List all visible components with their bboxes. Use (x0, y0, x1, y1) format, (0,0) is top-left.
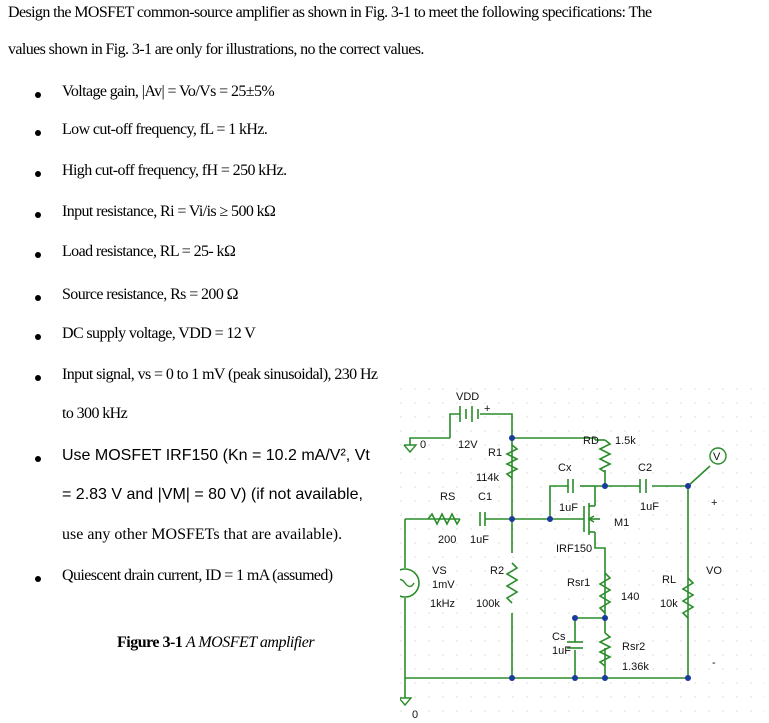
resistor-r2 (505, 562, 519, 604)
label-vo: VO (706, 565, 722, 577)
probe-label: V (713, 451, 721, 463)
spec-input-resistance: Input resistance, Ri = Vi/is ≥ 500 kΩ (62, 203, 276, 220)
junction-dots (509, 435, 691, 681)
spec-load-resistance: Load resistance, RL = 25- kΩ (62, 243, 236, 260)
grid-background (400, 388, 765, 718)
vdd-battery (459, 406, 479, 422)
bullet (35, 295, 41, 301)
label-rsr1-value: 140 (621, 591, 639, 603)
ground-bottom-icon (400, 697, 413, 707)
bullet (35, 212, 41, 218)
label-rl-value: 10k (660, 598, 678, 610)
bullet (35, 456, 41, 462)
spec-drain-current: Quiescent drain current, ID = 1 mA (assu… (62, 567, 333, 584)
label-rd: RD (583, 435, 599, 447)
label-rd-value: 1.5k (615, 435, 636, 447)
spec-input-signal-cont: to 300 kHz (62, 405, 128, 422)
ground-top-icon (403, 444, 418, 454)
label-m1: M1 (614, 517, 629, 529)
label-c1: C1 (478, 491, 492, 503)
label-vdd-plus: + (484, 403, 490, 415)
label-12v: 12V (458, 439, 478, 451)
resistor-rd (598, 439, 612, 473)
label-rsr2-value: 1.36k (622, 661, 649, 673)
label-cx-value: 1uF (559, 502, 578, 514)
intro-line-2: values shown in Fig. 3-1 are only for il… (8, 41, 424, 58)
label-ground-top: 0 (420, 439, 426, 451)
resistor-rl (681, 577, 695, 619)
spec-dc-supply: DC supply voltage, VDD = 12 V (62, 325, 256, 342)
mosfet-amplifier-schematic: V VDD + 12V R1 114k 0 RD 1.5k Cx C2 1uF … (400, 388, 765, 718)
label-r1: R1 (488, 447, 502, 459)
bullet (35, 92, 41, 98)
bullet (35, 171, 41, 177)
figure-caption: Figure 3-1 A MOSFET amplifier (117, 634, 315, 652)
resistor-rs (427, 512, 461, 526)
voltage-probe-icon (709, 447, 727, 465)
bullet (35, 252, 41, 258)
spec-low-cutoff: Low cut-off frequency, fL = 1 kHz. (62, 121, 268, 138)
label-r2-value: 100k (476, 598, 500, 610)
label-vs: VS (432, 565, 447, 577)
label-rs-value: 200 (438, 534, 456, 546)
capacitors (479, 479, 647, 649)
spec-mosfet-3: use any other MOSFETs that are available… (62, 526, 343, 543)
spec-voltage-gain: Voltage gain, |Av| = Vo/Vs = 25±5% (62, 83, 275, 100)
label-vs-amplitude: 1mV (432, 579, 455, 591)
spec-mosfet-1: Use MOSFET IRF150 (Kn = 10.2 mA/V², Vt (62, 447, 370, 464)
resistor-rsr1 (598, 572, 612, 614)
label-rsr2: Rsr2 (622, 641, 645, 653)
voltage-source-vs (400, 568, 420, 598)
label-cx: Cx (558, 462, 572, 474)
label-r2: R2 (490, 565, 504, 577)
label-r1-value: 114k (476, 472, 500, 484)
figure-title: A MOSFET amplifier (185, 634, 315, 651)
label-rs: RS (440, 491, 455, 503)
label-rsr1: Rsr1 (567, 577, 590, 589)
intro-line-1: Design the MOSFET common-source amplifie… (8, 4, 652, 21)
label-vs-frequency: 1kHz (430, 598, 455, 610)
label-c2: C2 (638, 462, 652, 474)
resistor-r1 (505, 444, 519, 479)
label-ground-bottom: 0 (412, 709, 418, 718)
label-cs: Cs (552, 631, 566, 643)
wires (404, 413, 711, 698)
bullet (35, 334, 41, 340)
label-out-plus: + (711, 497, 717, 509)
label-cs-value: 1uF (552, 645, 571, 657)
label-irf150: IRF150 (556, 543, 592, 555)
label-rl: RL (662, 574, 676, 586)
label-c2-value: 1uF (640, 501, 659, 513)
figure-label: Figure 3-1 (117, 634, 183, 651)
spec-mosfet-2: = 2.83 V and |VM| = 80 V) (if not availa… (62, 486, 363, 503)
spec-source-resistance: Source resistance, Rs = 200 Ω (62, 286, 239, 303)
label-vdd: VDD (456, 391, 479, 403)
bullet (35, 130, 41, 136)
bullet (35, 375, 41, 381)
spec-input-signal: Input signal, vs = 0 to 1 mV (peak sinus… (62, 366, 378, 383)
label-c1-value: 1uF (470, 534, 489, 546)
mosfet-m1 (583, 503, 600, 535)
bullet (35, 576, 41, 582)
label-out-minus: - (712, 657, 716, 669)
resistor-rsr2 (598, 632, 612, 667)
spec-high-cutoff: High cut-off frequency, fH = 250 kHz. (62, 162, 287, 179)
